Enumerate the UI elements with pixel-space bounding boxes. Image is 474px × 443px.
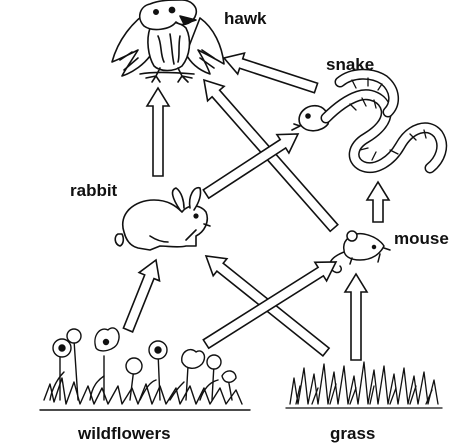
- arrow-wildflowers-to-mouse: [202, 261, 338, 350]
- wildflowers-label: wildflowers: [78, 424, 171, 443]
- mouse-label: mouse: [394, 229, 449, 248]
- snake-illustration: [291, 68, 448, 174]
- snake-label: snake: [326, 55, 375, 74]
- hawk-label: hawk: [224, 9, 267, 28]
- arrow-snake-to-hawk: [222, 51, 319, 94]
- arrow-rabbit-to-snake: [202, 133, 300, 200]
- grass-label: grass: [330, 424, 376, 443]
- arrow-rabbit-to-hawk: [145, 86, 171, 177]
- arrows-group: [122, 51, 391, 361]
- hawk-illustration: [111, 0, 225, 83]
- mouse-illustration: [329, 230, 391, 274]
- grass-illustration: [285, 361, 443, 409]
- arrow-mouse-to-snake: [365, 180, 391, 223]
- rabbit-illustration: [114, 186, 211, 251]
- arrow-grass-to-mouse: [343, 272, 369, 361]
- wildflowers-illustration: [39, 327, 251, 411]
- arrow-wildflowers-to-rabbit: [122, 258, 161, 333]
- rabbit-label: rabbit: [70, 181, 118, 200]
